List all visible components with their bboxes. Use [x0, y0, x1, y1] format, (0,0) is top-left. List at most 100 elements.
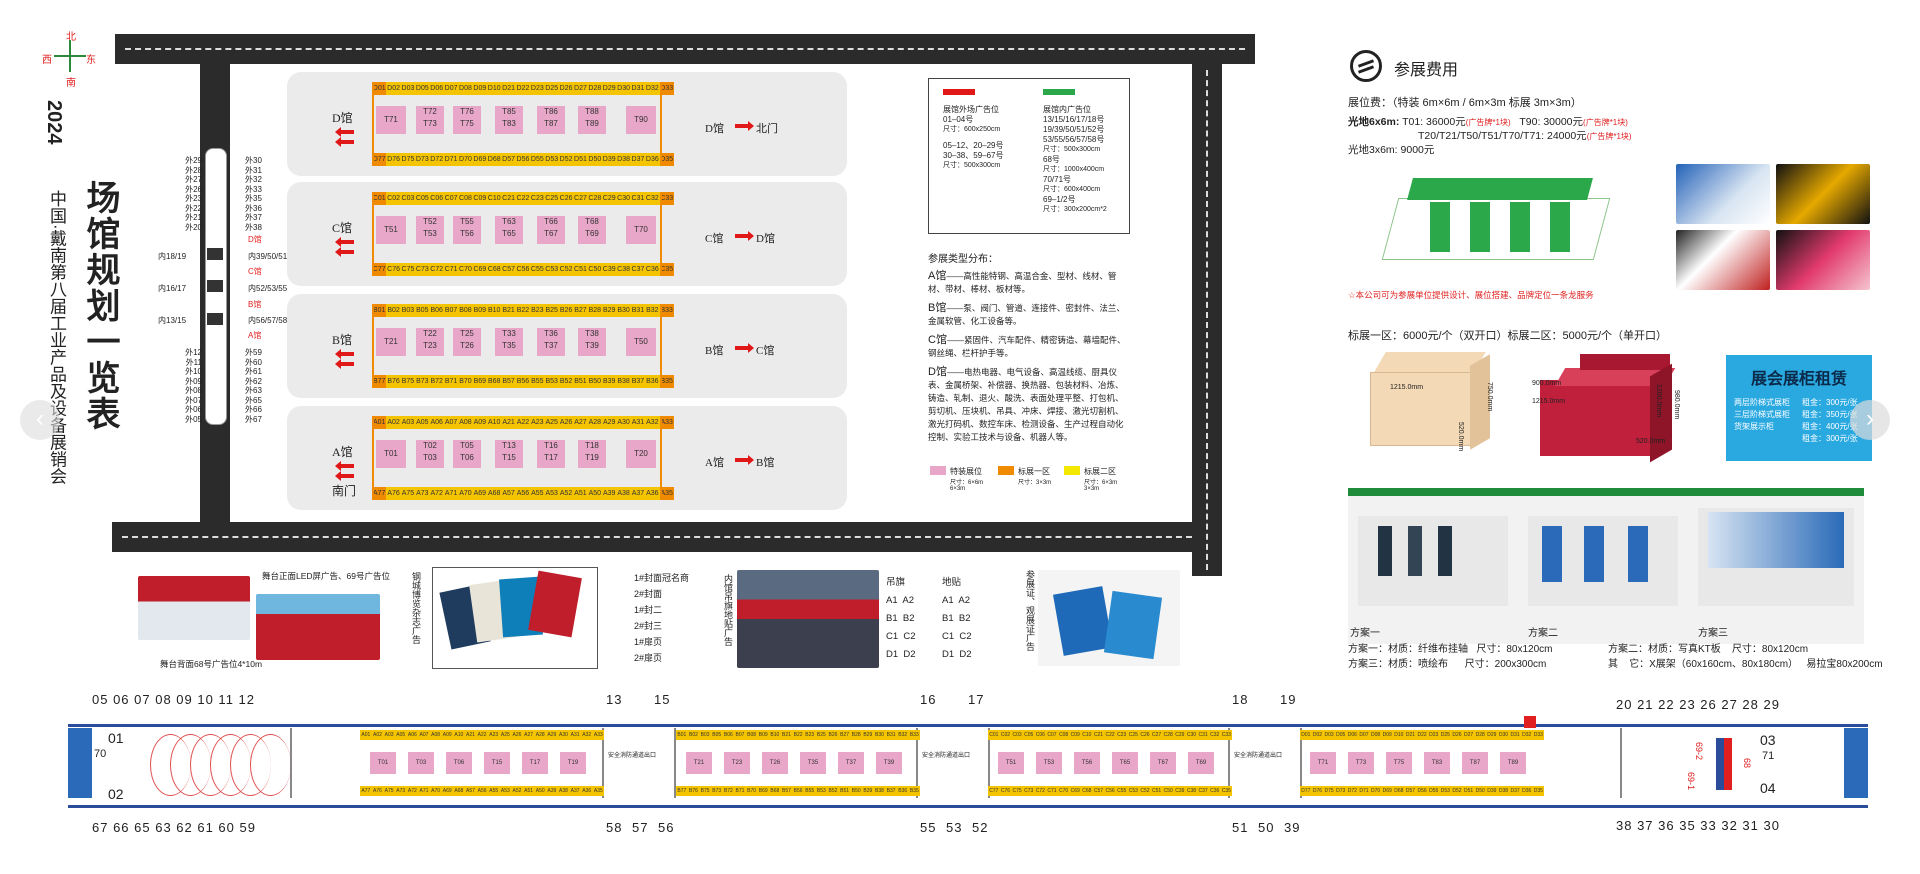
- mini-booth-cell[interactable]: D27: [1463, 732, 1474, 738]
- mini-booth-cell[interactable]: C03: [1012, 732, 1022, 738]
- mini-booth-cell[interactable]: B08: [747, 732, 757, 738]
- booth-cell[interactable]: D57: [502, 156, 515, 163]
- booth-cell[interactable]: C50: [588, 266, 602, 273]
- booth-cell[interactable]: C39: [602, 266, 616, 273]
- mini-booth-cell[interactable]: C71: [1047, 788, 1057, 794]
- mini-booth-cell[interactable]: B33: [909, 732, 919, 738]
- mini-booth-cell[interactable]: A27: [524, 732, 534, 738]
- mini-booth-cell[interactable]: A71: [419, 788, 429, 794]
- booth-cell[interactable]: C03: [401, 195, 415, 202]
- mini-booth-cell[interactable]: B71: [735, 788, 745, 794]
- booth-cell[interactable]: A68: [487, 490, 501, 497]
- mini-booth-cell[interactable]: D37: [1510, 788, 1520, 794]
- mini-booth-cell[interactable]: A68: [454, 788, 464, 794]
- mini-booth-cell[interactable]: D29: [1487, 732, 1497, 738]
- booth-cell[interactable]: B69: [473, 378, 487, 385]
- booth-cell[interactable]: A50: [588, 490, 602, 497]
- booth-cell[interactable]: C73: [415, 266, 429, 273]
- mini-special-booth[interactable]: T53: [1036, 752, 1062, 774]
- booth-cell[interactable]: A38: [617, 490, 630, 497]
- booth-cell[interactable]: A70: [459, 490, 472, 497]
- booth-cell[interactable]: B51: [574, 378, 587, 385]
- booth-cell[interactable]: D75: [401, 156, 415, 163]
- mini-booth-cell[interactable]: D02: [1312, 732, 1323, 738]
- booth-cell[interactable]: C22: [516, 195, 530, 202]
- mini-booth-cell[interactable]: C69: [1070, 788, 1080, 794]
- mini-booth-cell[interactable]: A33: [593, 732, 603, 738]
- booth-cell[interactable]: A09: [473, 419, 487, 426]
- booth-cell[interactable]: A69: [473, 490, 487, 497]
- booth-cell[interactable]: B71: [444, 378, 458, 385]
- booth-cell[interactable]: D68: [487, 156, 501, 163]
- special-booth[interactable]: T71: [376, 106, 406, 134]
- mini-booth-cell[interactable]: B07: [735, 732, 745, 738]
- booth-cell[interactable]: B39: [602, 378, 616, 385]
- mini-special-booth[interactable]: T65: [1112, 752, 1138, 774]
- mini-booth-cell[interactable]: C01: [989, 732, 999, 738]
- booth-cell[interactable]: B56: [516, 378, 530, 385]
- special-booth[interactable]: T20: [626, 440, 656, 468]
- mini-booth-cell[interactable]: A29: [547, 732, 557, 738]
- booth-cell[interactable]: D51: [574, 156, 587, 163]
- mini-booth-cell[interactable]: D68: [1394, 788, 1404, 794]
- mini-booth-cell[interactable]: C73: [1024, 788, 1034, 794]
- booth-cell[interactable]: A06: [430, 419, 443, 426]
- mini-booth-cell[interactable]: B25: [816, 732, 826, 738]
- booth-cell[interactable]: A05: [416, 419, 429, 426]
- mini-booth-cell[interactable]: A07: [419, 732, 429, 738]
- carousel-next-icon[interactable]: ›: [1850, 400, 1890, 440]
- booth-cell[interactable]: C23: [530, 195, 544, 202]
- booth-cell[interactable]: B53: [545, 378, 558, 385]
- mini-booth-cell[interactable]: C68: [1082, 788, 1092, 794]
- booth-cell[interactable]: D77: [372, 153, 387, 166]
- mini-special-booth[interactable]: T35: [800, 752, 826, 774]
- booth-cell[interactable]: A23: [531, 419, 544, 426]
- mini-booth-cell[interactable]: D22: [1417, 732, 1427, 738]
- mini-booth-cell[interactable]: D30: [1498, 732, 1509, 738]
- booth-cell[interactable]: B03: [401, 307, 415, 314]
- booth-cell[interactable]: B32: [646, 307, 659, 314]
- booth-cell[interactable]: C05: [415, 195, 429, 202]
- booth-cell[interactable]: C06: [430, 195, 444, 202]
- mini-booth-cell[interactable]: D10: [1394, 732, 1404, 738]
- booth-cell[interactable]: C09: [473, 195, 487, 202]
- mini-booth-cell[interactable]: B39: [863, 788, 873, 794]
- mini-booth-cell[interactable]: B23: [805, 732, 815, 738]
- booth-cell[interactable]: C70: [459, 266, 472, 273]
- booth-cell[interactable]: C37: [631, 266, 645, 273]
- booth-cell[interactable]: C33: [659, 192, 674, 205]
- booth-cell[interactable]: A27: [574, 419, 587, 426]
- mini-booth-cell[interactable]: C29: [1175, 732, 1185, 738]
- mini-booth-cell[interactable]: A22: [477, 732, 487, 738]
- booth-cell[interactable]: A77: [372, 487, 387, 500]
- mini-booth-cell[interactable]: C10: [1082, 732, 1092, 738]
- mini-booth-cell[interactable]: B75: [700, 788, 710, 794]
- mini-booth-cell[interactable]: D72: [1347, 788, 1357, 794]
- booth-cell[interactable]: C26: [559, 195, 573, 202]
- booth-cell[interactable]: C28: [588, 195, 602, 202]
- booth-cell[interactable]: C77: [372, 263, 387, 276]
- mini-booth-cell[interactable]: A57: [465, 788, 475, 794]
- mini-booth-cell[interactable]: B06: [723, 732, 733, 738]
- mini-booth-cell[interactable]: D23: [1429, 732, 1439, 738]
- mini-booth-cell[interactable]: C52: [1140, 788, 1150, 794]
- booth-cell[interactable]: A35: [659, 487, 674, 500]
- mini-booth-cell[interactable]: C76: [1000, 788, 1011, 794]
- mini-booth-cell[interactable]: C35: [1221, 788, 1231, 794]
- special-booth[interactable]: T50: [626, 328, 656, 356]
- booth-cell[interactable]: B68: [487, 378, 501, 385]
- mini-booth-cell[interactable]: D01: [1301, 732, 1311, 738]
- mini-booth-cell[interactable]: A52: [512, 788, 522, 794]
- booth-cell[interactable]: D76: [387, 156, 400, 163]
- booth-cell[interactable]: B55: [531, 378, 544, 385]
- booth-cell[interactable]: D06: [430, 85, 444, 92]
- mini-booth-cell[interactable]: B09: [758, 732, 768, 738]
- mini-booth-cell[interactable]: C39: [1175, 788, 1185, 794]
- booth-cell[interactable]: C68: [487, 266, 501, 273]
- mini-special-booth[interactable]: T83: [1424, 752, 1450, 774]
